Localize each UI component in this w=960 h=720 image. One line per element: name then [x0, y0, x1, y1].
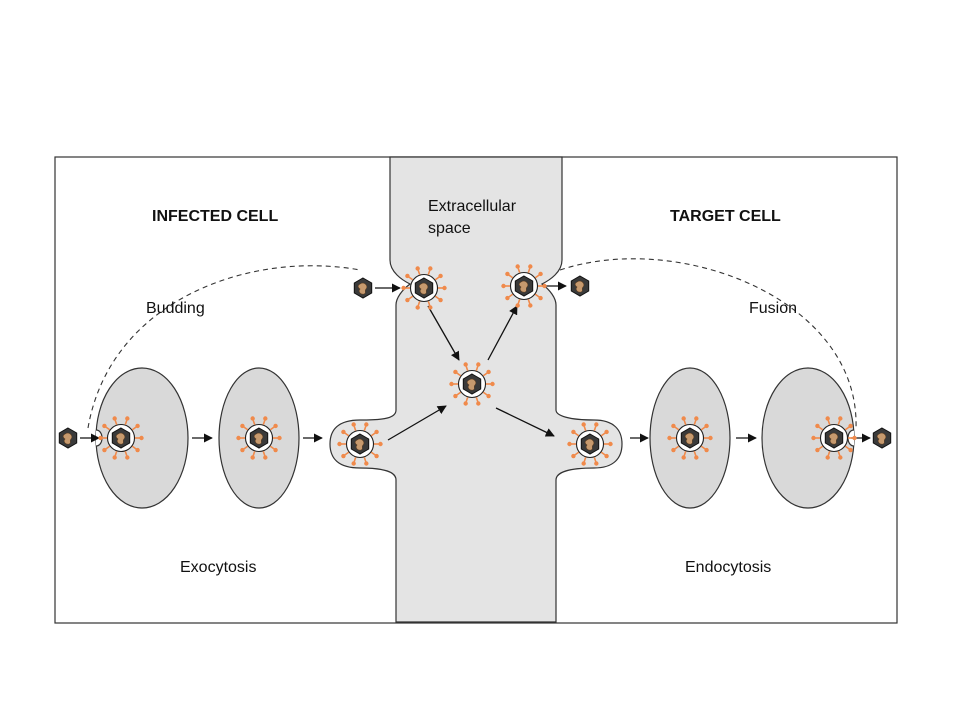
infected-cell-label: INFECTED CELL: [152, 208, 278, 225]
enveloped-virus-target-bulge: [567, 422, 613, 466]
enveloped-virus-budding-site: [401, 266, 447, 310]
budding-arc: [87, 265, 361, 429]
fusion-label: Fusion: [749, 300, 797, 317]
flow-arrows: [80, 281, 871, 443]
naked-virus-budding-source: [353, 277, 373, 299]
enveloped-virus-exocytosis-vesicle: [236, 416, 282, 460]
enveloped-virus-fusion-site: [501, 264, 547, 308]
enveloped-virus-infected-bulge: [337, 422, 383, 466]
target-cell-label: TARGET CELL: [670, 208, 781, 225]
naked-virus-entry: [58, 427, 78, 449]
enveloped-virus-fusion-cell: [811, 416, 857, 460]
virus-layer: [58, 264, 892, 466]
arrow-center-to-target-bulge: [495, 407, 555, 437]
enveloped-virus-extracellular: [449, 362, 495, 406]
naked-virus-exit: [872, 427, 892, 449]
exocytosis-label: Exocytosis: [180, 559, 256, 576]
arrow-center-to-fusion: [487, 305, 518, 361]
extracellular-label-line1: Extracellular: [428, 198, 517, 215]
arrow-bulge-to-center: [387, 405, 447, 441]
arrow-budding-to-center: [427, 305, 460, 361]
enveloped-virus-endocytosis-vesicle: [667, 416, 713, 460]
extracellular-label-line2: space: [428, 220, 471, 237]
budding-label: Budding: [146, 300, 205, 317]
enveloped-virus-budding-cell: [98, 416, 144, 460]
naked-virus-fusion-release: [570, 275, 590, 297]
endocytosis-label: Endocytosis: [685, 559, 771, 576]
fusion-arc: [559, 258, 857, 429]
